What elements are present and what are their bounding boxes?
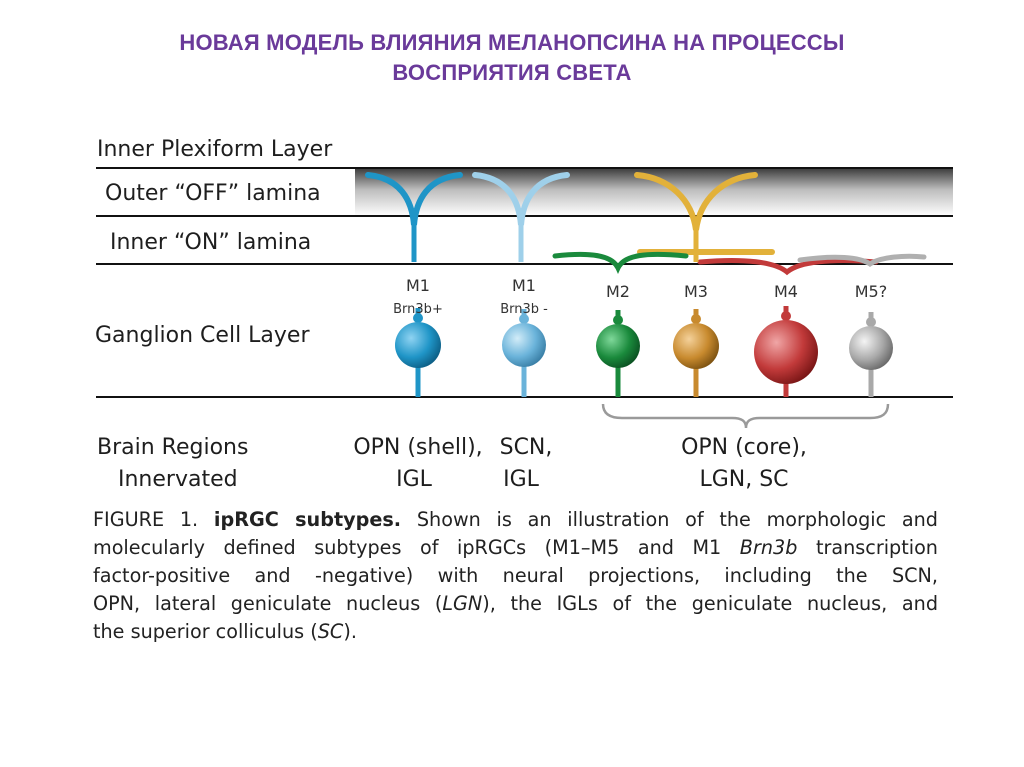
region-m1-minus-2: IGL	[503, 467, 540, 492]
label-inner-plexiform: Inner Plexiform Layer	[97, 137, 333, 162]
figure-caption: FIGURE 1. ipRGC subtypes. Shown is an il…	[93, 506, 938, 646]
region-others-1: OPN (core),	[681, 435, 807, 460]
cell-name-label: M4	[774, 282, 798, 301]
cell-name-label: M2	[606, 282, 630, 301]
label-outer-off-lamina: Outer “OFF” lamina	[105, 181, 321, 206]
cell-body	[673, 323, 719, 369]
cell-hillock	[781, 311, 791, 321]
brace	[601, 403, 890, 429]
label-ganglion-layer: Ganglion Cell Layer	[95, 323, 310, 348]
cell-body	[395, 322, 441, 368]
region-m1-minus-1: SCN,	[500, 435, 553, 460]
cell-hillock	[613, 315, 623, 325]
cell-name-label: M1	[512, 276, 536, 295]
cell-hillock	[866, 317, 876, 327]
slide-title-line-2: ВОСПРИЯТИЯ СВЕТА	[392, 60, 632, 85]
caption-figure-number: FIGURE 1.	[93, 508, 199, 531]
cell-name-label: M5?	[855, 282, 887, 301]
cell-body	[849, 326, 893, 370]
cell-body	[754, 320, 818, 384]
cell-body	[596, 324, 640, 368]
cell-name-label: M3	[684, 282, 708, 301]
caption-line-3: factor-positive and -negative) with neur…	[93, 564, 938, 587]
brain-regions-label-2: Innervated	[118, 467, 238, 492]
label-inner-on-lamina: Inner “ON” lamina	[110, 230, 311, 255]
slide-title: НОВАЯ МОДЕЛЬ ВЛИЯНИЯ МЕЛАНОПСИНА НА ПРОЦ…	[0, 28, 1024, 88]
caption-line-2: molecularly defined subtypes of ipRGCs (…	[93, 536, 938, 559]
region-others-2: LGN, SC	[699, 467, 788, 492]
cell-hillock	[519, 314, 529, 324]
cell-sub-label: Brn3b+	[393, 302, 443, 317]
cell-sub-label: Brn3b -	[500, 302, 548, 317]
dendrite-m2	[552, 251, 689, 274]
dendrite-m4	[697, 258, 879, 276]
caption-line-4: OPN, lateral geniculate nucleus (LGN), t…	[93, 592, 938, 615]
cell-name-label: M1	[406, 276, 430, 295]
slide-title-line-1: НОВАЯ МОДЕЛЬ ВЛИЯНИЯ МЕЛАНОПСИНА НА ПРОЦ…	[179, 30, 845, 55]
region-m1-plus-1: OPN (shell),	[353, 435, 482, 460]
region-m1-plus-2: IGL	[396, 467, 433, 492]
cell-hillock	[691, 314, 701, 324]
caption-bold-title: ipRGC subtypes.	[213, 508, 402, 531]
caption-line-1: FIGURE 1. ipRGC subtypes. Shown is an il…	[93, 508, 938, 531]
cell-hillock	[413, 313, 423, 323]
caption-line-5: the superior colliculus (SC).	[93, 620, 357, 643]
cell-body	[502, 323, 546, 367]
dendrite-m5	[797, 253, 927, 268]
brain-regions-label-1: Brain Regions	[97, 435, 248, 460]
